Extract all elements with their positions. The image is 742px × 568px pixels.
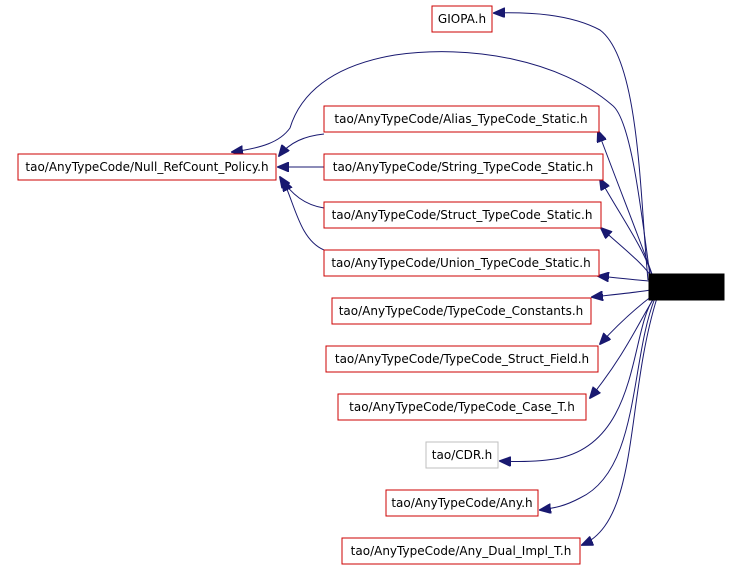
node-label: tao/AnyTypeCode/TypeCode_Struct_Field.h xyxy=(335,352,589,366)
root-node-label: GIOPA.cpp xyxy=(655,280,717,294)
node-label: tao/AnyTypeCode/Union_TypeCode_Static.h xyxy=(331,256,590,270)
edge-root-to-union-static xyxy=(598,276,650,281)
edge-alias-to-null-refcount xyxy=(279,133,325,156)
node-label: tao/AnyTypeCode/Any_Dual_Impl_T.h xyxy=(351,544,572,558)
node-alias-typecode-static[interactable]: tao/AnyTypeCode/Alias_TypeCode_Static.h xyxy=(323,105,600,133)
node-label: tao/AnyTypeCode/Any.h xyxy=(391,496,532,510)
node-typecode-constants[interactable]: tao/AnyTypeCode/TypeCode_Constants.h xyxy=(331,297,592,325)
edge-root-to-string-static xyxy=(600,179,653,277)
node-box xyxy=(341,537,581,565)
node-label: tao/AnyTypeCode/TypeCode_Case_T.h xyxy=(349,400,575,414)
node-box xyxy=(337,393,587,421)
node-box xyxy=(323,153,604,181)
node-label: GIOPA.h xyxy=(438,12,486,26)
node-string-typecode-static[interactable]: tao/AnyTypeCode/String_TypeCode_Static.h xyxy=(323,153,604,181)
node-box xyxy=(385,489,539,517)
node-box xyxy=(325,345,599,373)
node-box xyxy=(323,105,600,133)
node-box xyxy=(323,249,600,277)
edge-root-to-tc-struct-field xyxy=(600,295,653,344)
node-null-refcount-policy[interactable]: tao/AnyTypeCode/Null_RefCount_Policy.h xyxy=(17,153,277,181)
node-label: tao/AnyTypeCode/Struct_TypeCode_Static.h xyxy=(332,208,593,222)
node-cdr-h[interactable]: tao/CDR.h xyxy=(425,441,499,469)
edge-struct-to-null-refcount xyxy=(280,177,325,209)
node-typecode-case-t[interactable]: tao/AnyTypeCode/TypeCode_Case_T.h xyxy=(337,393,587,421)
node-any-h[interactable]: tao/AnyTypeCode/Any.h xyxy=(385,489,539,517)
node-label: tao/AnyTypeCode/Alias_TypeCode_Static.h xyxy=(334,112,587,126)
edge-root-to-giopa-h xyxy=(494,13,649,281)
edges xyxy=(232,13,658,545)
node-label: tao/CDR.h xyxy=(432,448,492,462)
edge-root-to-cdr-h xyxy=(500,297,655,462)
node-label: tao/AnyTypeCode/String_TypeCode_Static.h xyxy=(333,160,594,174)
edge-union-to-null-refcount xyxy=(283,180,325,251)
node-any-dual-impl-t[interactable]: tao/AnyTypeCode/Any_Dual_Impl_T.h xyxy=(341,537,581,565)
node-label: tao/AnyTypeCode/Null_RefCount_Policy.h xyxy=(25,160,268,174)
edge-root-to-alias-static xyxy=(598,131,653,275)
node-box xyxy=(331,297,592,325)
edge-root-to-any-h xyxy=(540,297,656,510)
node-box xyxy=(323,201,602,229)
node-typecode-struct-field[interactable]: tao/AnyTypeCode/TypeCode_Struct_Field.h xyxy=(325,345,599,373)
node-struct-typecode-static[interactable]: tao/AnyTypeCode/Struct_TypeCode_Static.h xyxy=(323,201,602,229)
node-box xyxy=(425,441,499,469)
node-label: tao/AnyTypeCode/TypeCode_Constants.h xyxy=(339,304,584,318)
edge-root-to-tc-constants xyxy=(592,289,651,297)
node-box xyxy=(431,5,493,33)
node-box xyxy=(17,153,277,181)
node-giopa-h[interactable]: GIOPA.h xyxy=(431,5,493,33)
node-root-giopa-cpp[interactable]: GIOPA.cpp xyxy=(648,273,725,301)
node-union-typecode-static[interactable]: tao/AnyTypeCode/Union_TypeCode_Static.h xyxy=(323,249,600,277)
edge-root-to-null-refcount xyxy=(232,51,651,277)
edge-root-to-any-dual xyxy=(582,297,658,545)
root-node-box xyxy=(648,273,725,301)
